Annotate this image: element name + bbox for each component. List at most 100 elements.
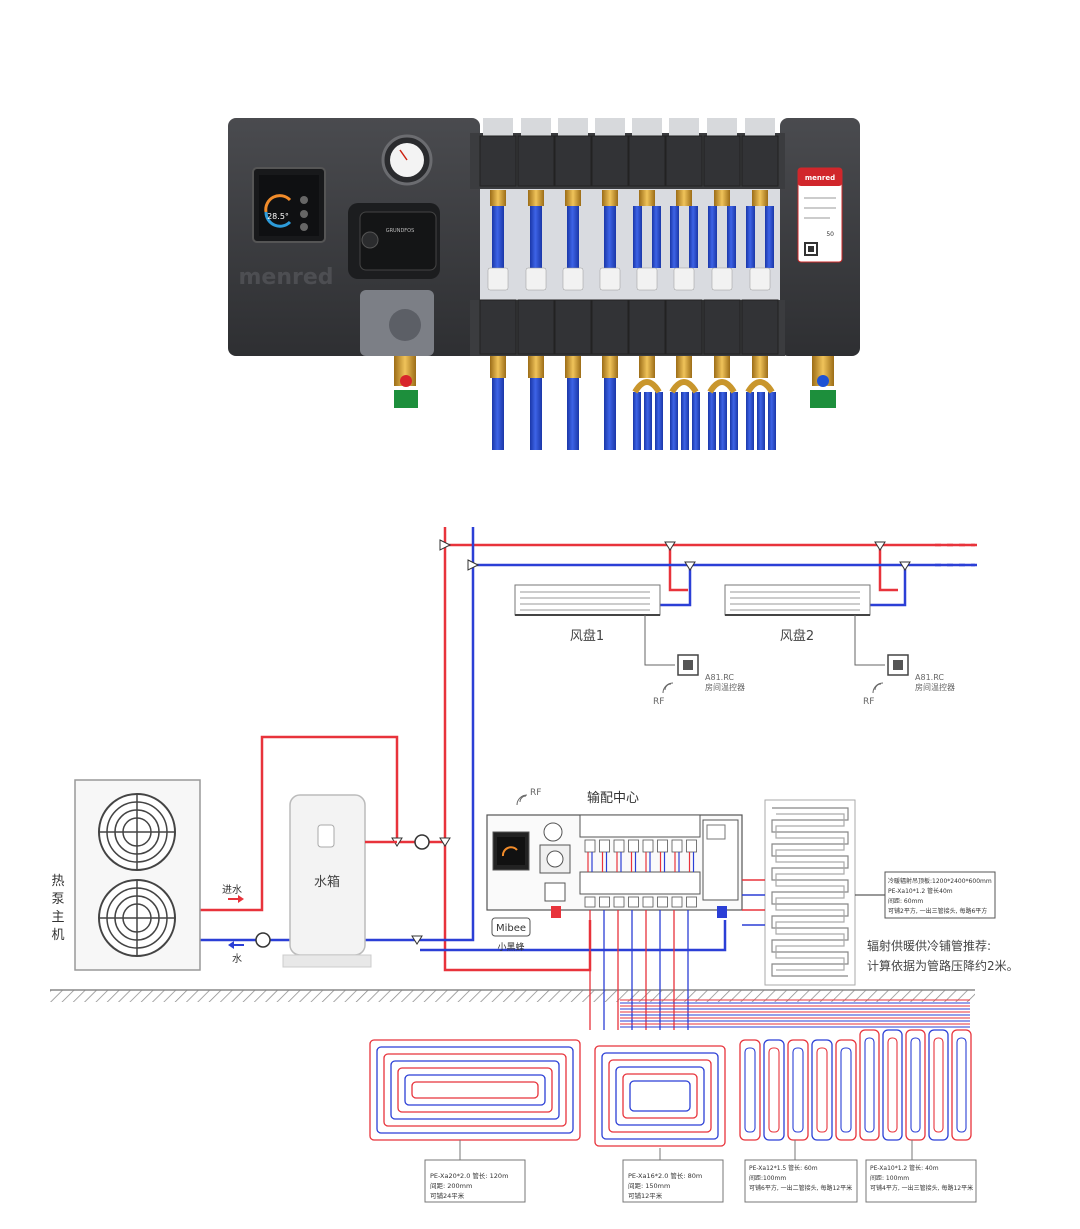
manifold-circuits <box>479 118 779 450</box>
dc-port-top <box>628 839 639 853</box>
fan-coil-1: 风盘1 A81.RC 房间温控器 RF <box>514 584 745 707</box>
circuit-top-fitting <box>565 190 581 206</box>
distribution-center-title: 输配中心 <box>587 790 639 806</box>
pipe-continuation <box>935 543 980 567</box>
circuit-cap <box>669 118 699 136</box>
distribution-ports <box>584 839 697 908</box>
floor-loop-b <box>594 1045 726 1147</box>
fan-coil-1-label: 风盘1 <box>570 628 604 644</box>
radiant-ceiling-panel <box>742 799 856 986</box>
dc-port-bottom <box>628 896 639 908</box>
return-pump-symbol <box>255 932 271 948</box>
spec-b-line-2: 间距: 150mm <box>628 1182 670 1190</box>
spec-b-line-1: PE-Xa16*2.0 管长: 80m <box>628 1171 702 1180</box>
floor-loop-c <box>792 1047 804 1133</box>
circuit-cap <box>483 118 513 136</box>
panel-spec-line-1: 冷暖辐射吊顶板:1200*2400*600mm <box>888 877 992 885</box>
circuit-pipe <box>492 206 504 268</box>
circuit-pipe <box>567 206 579 268</box>
spec-box-d: PE-Xa10*1.2 管长: 40m 间距: 100mm 可铺4平方, 一出三… <box>865 1159 977 1203</box>
floor-loop-b <box>615 1066 705 1126</box>
label-card-brand: menred <box>805 174 835 182</box>
circuit-bottom-fitting <box>752 356 768 378</box>
rf-label-1: RF <box>653 697 664 707</box>
circuit-cap <box>707 118 737 136</box>
label-card-number: 50 <box>826 231 834 238</box>
circuit-top-block <box>741 135 779 187</box>
floor-loop-d <box>910 1037 921 1133</box>
circuit-outlet-pipe <box>670 392 678 450</box>
circuit-top-block <box>628 135 666 187</box>
circuit-bottom-block <box>665 299 703 355</box>
floor-loop-c <box>840 1047 852 1133</box>
dc-port-top <box>642 839 654 853</box>
controller-screen: 28.5° <box>252 167 326 243</box>
flow-meter <box>636 267 658 291</box>
circuit-cap <box>521 118 551 136</box>
mixing-valve <box>360 290 434 408</box>
circuit-pipe <box>633 206 642 268</box>
flow-meter <box>599 267 621 291</box>
circuit-bottom-fitting <box>490 356 506 378</box>
spec-a-line-3: 可铺24平米 <box>430 1191 465 1200</box>
circuit-cap <box>632 118 662 136</box>
circuit-bottom-fitting <box>565 356 581 378</box>
circuit-pipe <box>727 206 736 268</box>
floor-loop-c <box>763 1039 785 1141</box>
spec-d-line-2: 间距: 100mm <box>870 1174 909 1182</box>
distribution-center: 输配中心 RF <box>486 788 743 918</box>
coil-path <box>771 807 849 977</box>
circuit-bottom-block <box>554 299 592 355</box>
fan-coil-2-label: 风盘2 <box>780 628 814 644</box>
circuit-top-block <box>554 135 592 187</box>
housing-logo: menred <box>238 265 333 290</box>
circuit-bottom-block <box>741 299 779 355</box>
circuit-outlet-pipe <box>730 392 738 450</box>
floor-loop-a <box>376 1046 574 1134</box>
circuit-bottom-block <box>628 299 666 355</box>
floor-loop-d <box>859 1029 880 1141</box>
controller-temperature: 28.5° <box>267 212 289 221</box>
floor-loop-d <box>887 1037 898 1133</box>
coil-path <box>775 813 845 971</box>
spec-d-line-1: PE-Xa10*1.2 管长: 40m <box>870 1164 939 1172</box>
thermostat-2-model: A81.RC <box>915 673 944 682</box>
circuit-top-fitting <box>602 190 618 206</box>
spec-c-line-3: 可铺6平方, 一出二管接头, 每路12平米 <box>749 1184 852 1192</box>
fan-coil-2: 风盘2 A81.RC 房间温控器 RF <box>724 584 955 707</box>
mibee-box <box>491 917 531 937</box>
panel-spec-line-4: 可铺2平方, 一出三管接头, 每路6平方 <box>888 907 987 915</box>
floor-loop-b <box>629 1080 691 1112</box>
thermostat-2-desc: 房间温控器 <box>915 682 955 692</box>
flow-meter <box>525 267 547 291</box>
dc-port-top <box>686 839 697 853</box>
heat-pump-char-2: 泵 <box>51 892 64 907</box>
floor-loop-c <box>739 1039 761 1141</box>
floor-loop-b <box>601 1052 719 1140</box>
circuit-splitter <box>745 379 775 394</box>
circuit-top-fitting <box>639 190 655 206</box>
water-tank: 水箱 <box>282 794 372 968</box>
spec-c-line-2: 间距:100mm <box>749 1174 786 1182</box>
circuit-top-block <box>591 135 629 187</box>
circuit-outlet-pipe <box>719 392 727 450</box>
floor-heating-loops <box>369 910 972 1147</box>
circuit-bottom-block <box>703 299 741 355</box>
dc-port-bottom <box>613 896 625 908</box>
floor-loop-d <box>905 1029 926 1141</box>
dc-port-bottom <box>671 896 683 908</box>
circuit-pipe <box>604 206 616 268</box>
circuit-pipe <box>708 206 717 268</box>
circuit-bottom-block <box>591 299 629 355</box>
recommend-subtitle: 计算依据为管路压降约2米。 <box>867 958 1019 973</box>
floor-loop-a <box>390 1060 560 1120</box>
circuit-pipe <box>652 206 661 268</box>
floor-loop-c <box>816 1047 828 1133</box>
circuit-cap <box>558 118 588 136</box>
circuit-cap <box>745 118 775 136</box>
flow-meter <box>749 267 771 291</box>
circuit-outlet-pipe <box>768 392 776 450</box>
dc-port-bottom <box>657 896 668 908</box>
spec-c-line-1: PE-Xa12*1.5 管长: 60m <box>749 1164 818 1172</box>
floor-loop-d <box>951 1029 972 1141</box>
